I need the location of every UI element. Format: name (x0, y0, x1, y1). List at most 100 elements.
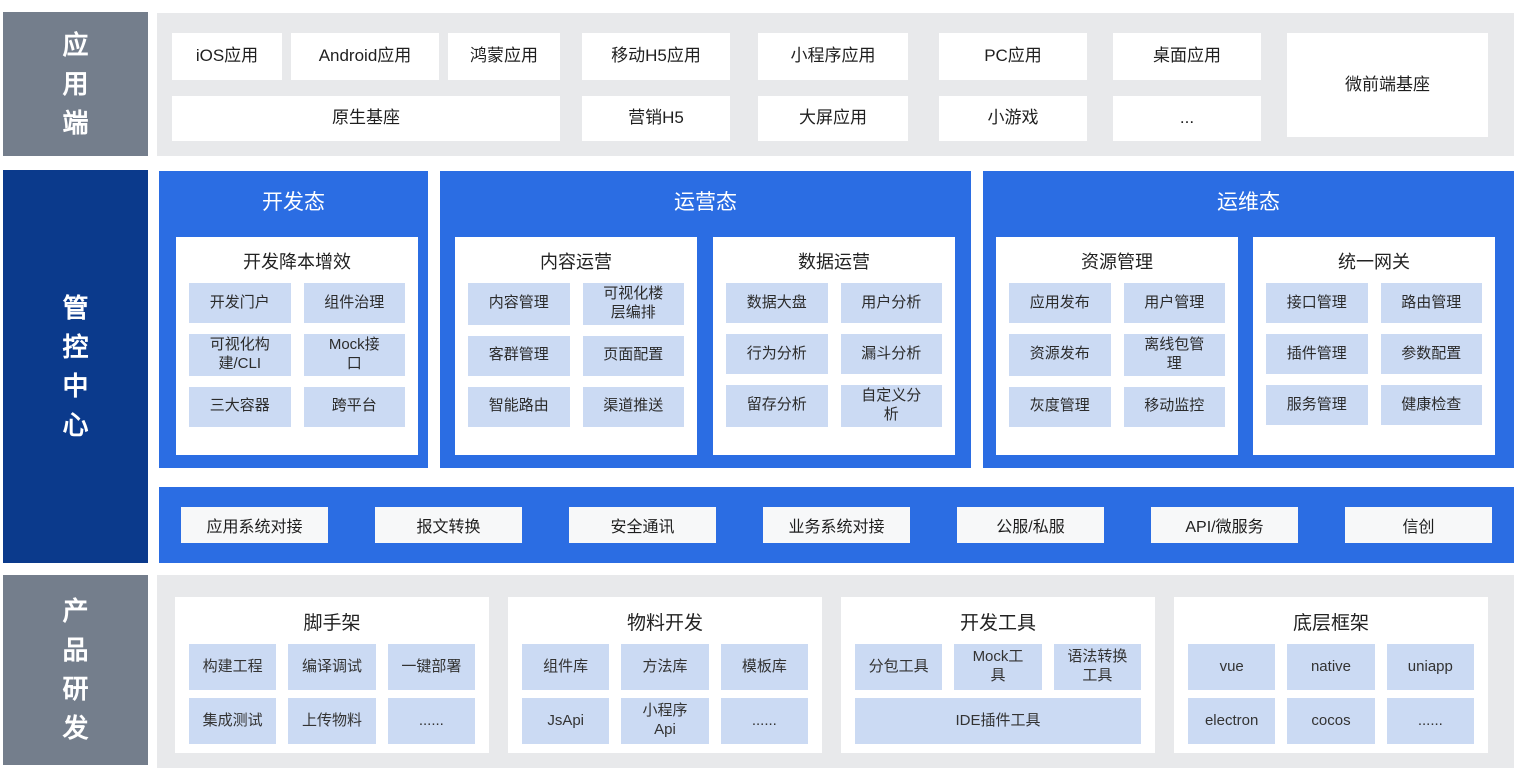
card-scaffold-title: 脚手架 (303, 613, 361, 634)
chip: electron (1188, 698, 1276, 744)
app-box-miniprogram: 小程序应用 (758, 33, 908, 80)
chip: 插件管理 (1266, 334, 1368, 374)
product-dev-panel: 脚手架 构建工程 编译调试 一键部署 集成测试 上传物料 ...... 物料开发… (157, 575, 1514, 768)
card-unified-gateway-chips: 接口管理 路由管理 插件管理 参数配置 服务管理 健康检查 (1253, 283, 1495, 425)
section-dev-state: 开发态 开发降本增效 开发门户 组件治理 可视化构 建/CLI Mock接 口 … (159, 171, 428, 468)
chip: ...... (387, 698, 475, 744)
app-box-ios: iOS应用 (172, 33, 282, 80)
app-box-micro-frontend: 微前端基座 (1287, 33, 1488, 137)
app-box-desktop: 桌面应用 (1113, 33, 1261, 80)
chip: 一键部署 (387, 644, 475, 690)
card-data-operation-chips: 数据大盘 用户分析 行为分析 漏斗分析 留存分析 自定义分 析 (713, 283, 955, 427)
section-operation-state: 运营态 内容运营 内容管理 可视化楼 层编排 客群管理 页面配置 智能路由 渠道… (440, 171, 971, 468)
app-box-mobile-h5: 移动H5应用 (582, 33, 730, 80)
app-box-marketing-h5: 营销H5 (582, 96, 730, 141)
section-operation-state-title: 运营态 (674, 191, 737, 214)
card-scaffold-chips: 构建工程 编译调试 一键部署 集成测试 上传物料 ...... (175, 644, 489, 744)
chip: 模板库 (720, 644, 808, 690)
chip: cocos (1287, 698, 1375, 744)
app-box-more: ... (1113, 96, 1261, 141)
app-box-harmony: 鸿蒙应用 (448, 33, 560, 80)
chip-ide-plugin: IDE插件工具 (855, 698, 1141, 744)
app-box-minigame: 小游戏 (939, 96, 1087, 141)
chip: 接口管理 (1266, 283, 1368, 323)
chip: 编译调试 (288, 644, 376, 690)
chip: ...... (1386, 698, 1474, 744)
card-unified-gateway: 统一网关 接口管理 路由管理 插件管理 参数配置 服务管理 健康检查 (1253, 237, 1495, 455)
card-scaffold: 脚手架 构建工程 编译调试 一键部署 集成测试 上传物料 ...... (175, 597, 489, 753)
chip: Mock工 具 (954, 644, 1042, 690)
sidebar-control-center-label: 管控中心 (62, 292, 89, 440)
sidebar-app-layer: 应用端 (3, 12, 148, 156)
chip: Mock接 口 (303, 334, 405, 376)
app-layer-panel: iOS应用 Android应用 鸿蒙应用 移动H5应用 小程序应用 PC应用 桌… (157, 13, 1514, 156)
chip: 数据大盘 (726, 283, 828, 323)
chip: 跨平台 (303, 386, 405, 427)
integration-box: 报文转换 (375, 507, 522, 543)
card-content-operation-chips: 内容管理 可视化楼 层编排 客群管理 页面配置 智能路由 渠道推送 (455, 283, 697, 427)
card-resource-mgmt: 资源管理 应用发布 用户管理 资源发布 离线包管 理 灰度管理 移动监控 (996, 237, 1238, 455)
chip: 页面配置 (582, 335, 684, 376)
integration-box: 公服/私服 (957, 507, 1104, 543)
chip: 行为分析 (726, 334, 828, 374)
sidebar-control-center: 管控中心 (3, 170, 148, 563)
chip: 小程序 Api (621, 698, 709, 744)
card-content-operation-title: 内容运营 (540, 252, 612, 272)
app-box-bigscreen: 大屏应用 (758, 96, 908, 141)
chip: 上传物料 (288, 698, 376, 744)
chip: 用户管理 (1123, 283, 1225, 323)
chip: JsApi (522, 698, 610, 744)
card-content-operation: 内容运营 内容管理 可视化楼 层编排 客群管理 页面配置 智能路由 渠道推送 (455, 237, 697, 455)
chip: 资源发布 (1009, 334, 1111, 376)
chip: 移动监控 (1123, 386, 1225, 427)
chip: 三大容器 (189, 386, 291, 427)
sidebar-app-layer-label: 应用端 (62, 29, 89, 138)
chip: native (1287, 644, 1375, 690)
integration-box: 安全通讯 (569, 507, 716, 543)
chip: 漏斗分析 (840, 334, 942, 374)
chip: 可视化楼 层编排 (582, 283, 684, 325)
chip: 集成测试 (189, 698, 277, 744)
sidebar-product-dev-label: 产品研发 (62, 596, 89, 743)
chip: 灰度管理 (1009, 386, 1111, 427)
chip: 组件治理 (303, 283, 405, 323)
app-box-native-base: 原生基座 (172, 96, 560, 141)
card-base-framework-chips: vue native uniapp electron cocos ...... (1174, 644, 1488, 744)
card-dev-tools-title: 开发工具 (959, 613, 1036, 634)
chip: 可视化构 建/CLI (189, 334, 291, 376)
chip: 留存分析 (726, 385, 828, 427)
chip: 智能路由 (468, 386, 570, 427)
card-base-framework: 底层框架 vue native uniapp electron cocos ..… (1174, 597, 1488, 753)
integration-bar: 应用系统对接 报文转换 安全通讯 业务系统对接 公服/私服 API/微服务 信创 (159, 487, 1514, 563)
chip: ...... (720, 698, 808, 744)
card-material-dev-chips: 组件库 方法库 模板库 JsApi 小程序 Api ...... (508, 644, 822, 744)
section-dev-state-title: 开发态 (262, 191, 325, 214)
chip: 渠道推送 (582, 386, 684, 427)
integration-box: 信创 (1345, 507, 1492, 543)
card-data-operation: 数据运营 数据大盘 用户分析 行为分析 漏斗分析 留存分析 自定义分 析 (713, 237, 955, 455)
card-dev-tools-chips: 分包工具 Mock工 具 语法转换 工具 IDE插件工具 (841, 644, 1155, 744)
chip: 方法库 (621, 644, 709, 690)
chip: 离线包管 理 (1123, 334, 1225, 376)
chip: 服务管理 (1266, 385, 1368, 425)
card-resource-mgmt-title: 资源管理 (1081, 252, 1153, 272)
chip: 分包工具 (855, 644, 943, 690)
section-maintenance-state-title: 运维态 (1217, 191, 1280, 214)
card-resource-mgmt-chips: 应用发布 用户管理 资源发布 离线包管 理 灰度管理 移动监控 (996, 283, 1238, 427)
section-maintenance-state: 运维态 资源管理 应用发布 用户管理 资源发布 离线包管 理 灰度管理 移动监控… (983, 171, 1514, 468)
app-box-android: Android应用 (291, 33, 439, 80)
chip: 语法转换 工具 (1053, 644, 1141, 690)
chip: vue (1188, 644, 1276, 690)
chip: 应用发布 (1009, 283, 1111, 323)
app-box-pc: PC应用 (939, 33, 1087, 80)
card-unified-gateway-title: 统一网关 (1338, 252, 1410, 272)
chip: 内容管理 (468, 283, 570, 325)
chip: 路由管理 (1380, 283, 1482, 323)
card-dev-efficiency-chips: 开发门户 组件治理 可视化构 建/CLI Mock接 口 三大容器 跨平台 (176, 283, 418, 427)
chip: 用户分析 (840, 283, 942, 323)
chip: 构建工程 (189, 644, 277, 690)
card-material-dev-title: 物料开发 (626, 613, 703, 634)
card-dev-efficiency: 开发降本增效 开发门户 组件治理 可视化构 建/CLI Mock接 口 三大容器… (176, 237, 418, 455)
chip: 健康检查 (1380, 385, 1482, 425)
integration-box: API/微服务 (1151, 507, 1298, 543)
